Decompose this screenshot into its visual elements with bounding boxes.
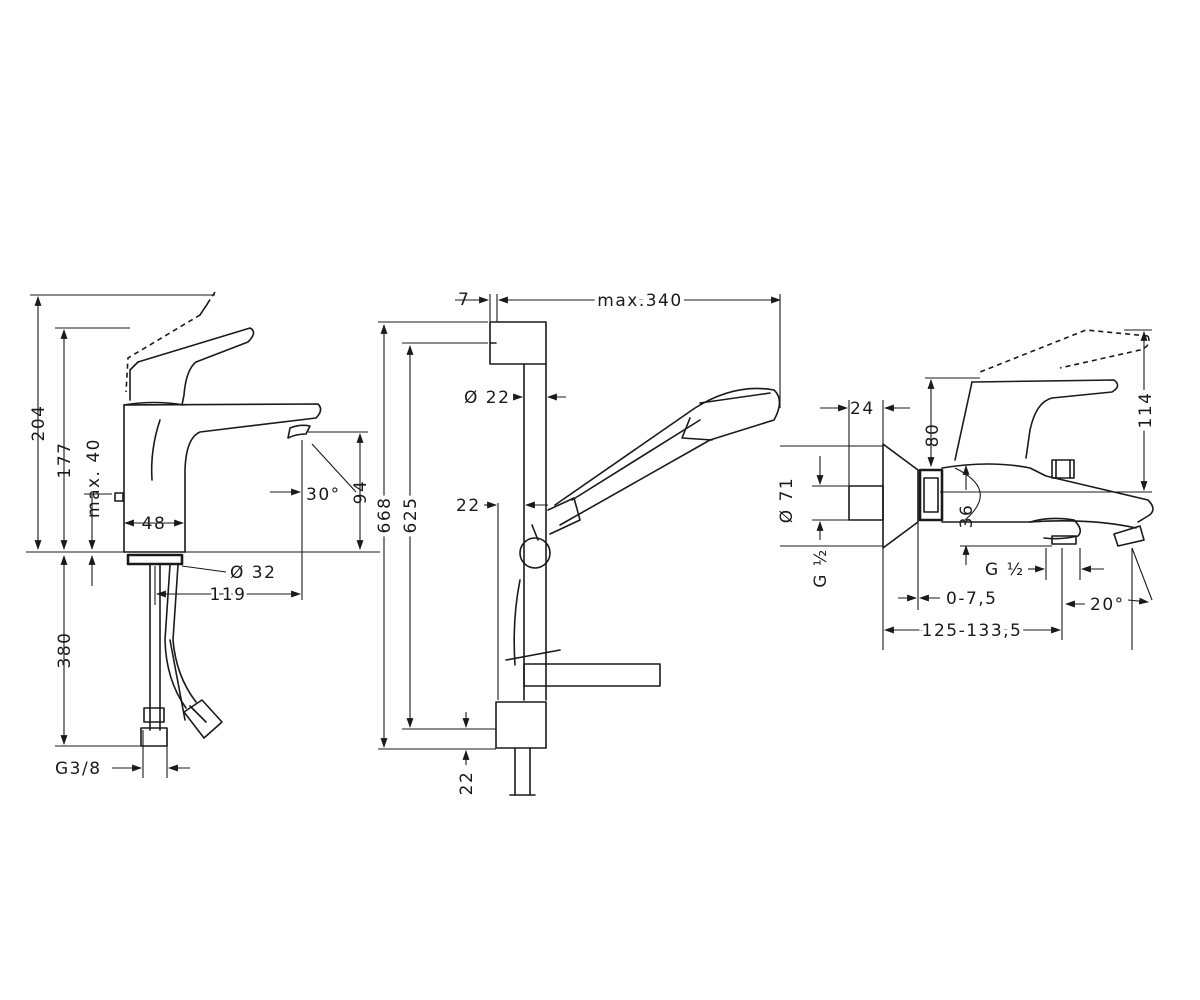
basin-height-total-label: 204 xyxy=(29,405,49,442)
shower-reach-label: max.340 xyxy=(597,291,682,311)
basin-height-body-label: 177 xyxy=(55,442,75,479)
shower-set-drawing: 7 max.340 Ø 22 22 668 625 22 xyxy=(371,287,781,796)
bath-dim80-label: 80 xyxy=(923,423,943,448)
basin-base-width-label: 48 xyxy=(142,514,167,534)
basin-hose-length-label: 380 xyxy=(55,632,75,669)
bath-dim24-label: 24 xyxy=(850,399,875,419)
bath-angle20-label: 20° xyxy=(1090,595,1125,615)
bath-g-half-right-label: G ½ xyxy=(985,560,1025,580)
bath-dim114-label: 114 xyxy=(1136,392,1156,429)
shower-bottom22-label: 22 xyxy=(457,771,477,796)
shower-height625-label: 625 xyxy=(401,497,421,534)
basin-reach-label: 119 xyxy=(210,585,247,605)
basin-thread-label: G3/8 xyxy=(55,759,102,779)
shower-offset22-label: 22 xyxy=(456,496,481,516)
bath-dim36-label: 36 xyxy=(957,504,977,529)
shower-height668-label: 668 xyxy=(375,497,395,534)
bath-range-0-75-label: 0-7,5 xyxy=(946,589,998,609)
bath-range-125-1335-label: 125-133,5 xyxy=(922,621,1023,641)
basin-max40-label: max. 40 xyxy=(84,438,104,518)
basin-base-diameter-label: Ø 32 xyxy=(230,563,276,583)
shower-bar-diameter-label: Ø 22 xyxy=(464,388,510,408)
bath-g-half-left-label: G ½ xyxy=(811,548,831,588)
bath-mixer-drawing: 24 80 114 Ø 71 G ½ 36 G ½ 0-7,5 20° 125-… xyxy=(774,329,1160,650)
basin-spout-height-label: 94 xyxy=(351,480,371,505)
basin-mixer-drawing: 204 177 max. 40 48 94 30° Ø 32 119 380 G… xyxy=(26,291,380,779)
basin-spout-angle-label: 30° xyxy=(306,485,341,505)
shower-offset7-label: 7 xyxy=(458,290,470,310)
bath-diameter71-label: Ø 71 xyxy=(777,477,797,523)
